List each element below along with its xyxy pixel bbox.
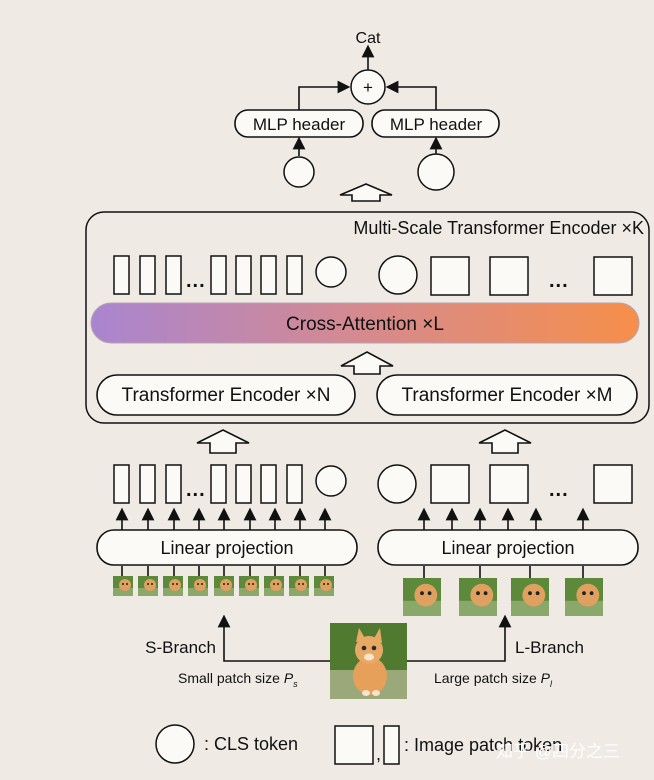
linear-projection-small	[96, 529, 358, 566]
projection-arrows-right	[417, 507, 590, 530]
image-patch-small	[188, 576, 208, 596]
linear-projection-left-label: Linear projection	[160, 538, 293, 558]
patch-token-large	[489, 256, 529, 296]
patch-token-small	[286, 255, 303, 295]
s-branch-arrow	[217, 614, 330, 662]
flow-arrow-top-icon	[339, 183, 393, 202]
patch-token-small	[113, 464, 130, 504]
patch-token-small	[165, 255, 182, 295]
patch-token-large	[489, 464, 529, 504]
cross-attention-label: Cross-Attention ×L	[286, 314, 444, 335]
image-patch-small	[163, 576, 183, 596]
patch-token-small	[235, 464, 252, 504]
patch-token-large	[430, 256, 470, 296]
patch-token-small	[210, 464, 227, 504]
small-branch-tokens-upper: ...	[113, 255, 347, 295]
legend-small-patch-icon	[383, 725, 400, 765]
mlp-right-to-sum-arrow	[385, 80, 437, 110]
cross-attention-bar	[90, 302, 640, 344]
flow-arrow-right-icon	[478, 429, 532, 454]
transformer-encoder-small-label: Transformer Encoder ×N	[122, 385, 331, 406]
cat-image	[330, 623, 407, 699]
patch-token-small	[139, 255, 156, 295]
legend-large-patch-icon	[334, 725, 374, 765]
mlp-header-left-label: MLP header	[253, 115, 346, 134]
ellipsis: ...	[186, 270, 206, 292]
multi-scale-encoder-label: Multi-Scale Transformer Encoder ×K	[353, 218, 644, 238]
multi-scale-encoder-box	[85, 211, 650, 424]
sum-node	[350, 69, 386, 105]
cls-token-small	[315, 256, 347, 288]
image-patch-small	[314, 576, 334, 596]
image-patch-small	[289, 576, 309, 596]
plus-icon: +	[363, 78, 373, 97]
patch-token-small	[260, 255, 277, 295]
cls-token-large	[377, 464, 417, 504]
l-branch-label: L-Branch	[515, 638, 584, 657]
small-branch-tokens-lower: ...	[113, 464, 347, 504]
patch-token-small	[113, 255, 130, 295]
legend-cls-icon	[155, 724, 195, 764]
patch-token-small	[210, 255, 227, 295]
l-branch-arrow	[407, 614, 512, 662]
image-patch-small	[113, 576, 133, 596]
patch-token-small	[139, 464, 156, 504]
ellipsis: ...	[549, 270, 569, 292]
image-patch-large	[511, 578, 549, 616]
transformer-encoder-small	[96, 374, 356, 416]
watermark-text: 知乎 @四分之三	[496, 742, 620, 761]
flow-arrow-middle-icon	[340, 351, 394, 375]
legend-comma: ,	[376, 744, 381, 764]
cls-output-large	[417, 153, 455, 191]
mlp-left-to-sum-arrow	[298, 80, 351, 110]
cls-output-small	[283, 156, 315, 188]
patch-token-large	[430, 464, 470, 504]
large-patch-size-label: Large patch size Pl	[434, 670, 553, 689]
patch-token-large	[593, 464, 633, 504]
small-patch-size-label: Small patch size Ps	[178, 670, 298, 689]
image-patch-large	[459, 578, 497, 616]
patch-token-large	[593, 256, 633, 296]
large-branch-tokens-upper: ...	[378, 255, 633, 296]
ellipsis: ...	[549, 479, 569, 501]
projection-arrows-left	[115, 507, 332, 530]
output-label: Cat	[356, 30, 381, 47]
patch-token-small	[260, 464, 277, 504]
image-patch-large	[403, 578, 441, 616]
patch-token-small	[286, 464, 303, 504]
transformer-encoder-large-label: Transformer Encoder ×M	[401, 385, 612, 406]
ellipsis: ...	[186, 479, 206, 501]
image-patch-small	[214, 576, 234, 596]
image-patch-small	[264, 576, 284, 596]
transformer-encoder-large	[376, 374, 638, 416]
image-patch-small	[239, 576, 259, 596]
mlp-header-right-label: MLP header	[390, 115, 483, 134]
patch-token-small	[165, 464, 182, 504]
cls-token-small	[315, 465, 347, 497]
large-patch-images	[403, 566, 603, 616]
cls-token-large	[378, 255, 418, 295]
linear-projection-large	[377, 529, 639, 566]
s-branch-label: S-Branch	[145, 638, 216, 657]
large-branch-tokens-lower: ...	[377, 464, 633, 504]
small-patch-images	[113, 566, 334, 596]
legend-cls-label: : CLS token	[204, 734, 298, 754]
image-patch-small	[138, 576, 158, 596]
flow-arrow-left-icon	[196, 429, 250, 454]
patch-token-small	[235, 255, 252, 295]
legend-patch-label: : Image patch token	[404, 735, 562, 755]
image-patch-large	[565, 578, 603, 616]
linear-projection-right-label: Linear projection	[441, 538, 574, 558]
